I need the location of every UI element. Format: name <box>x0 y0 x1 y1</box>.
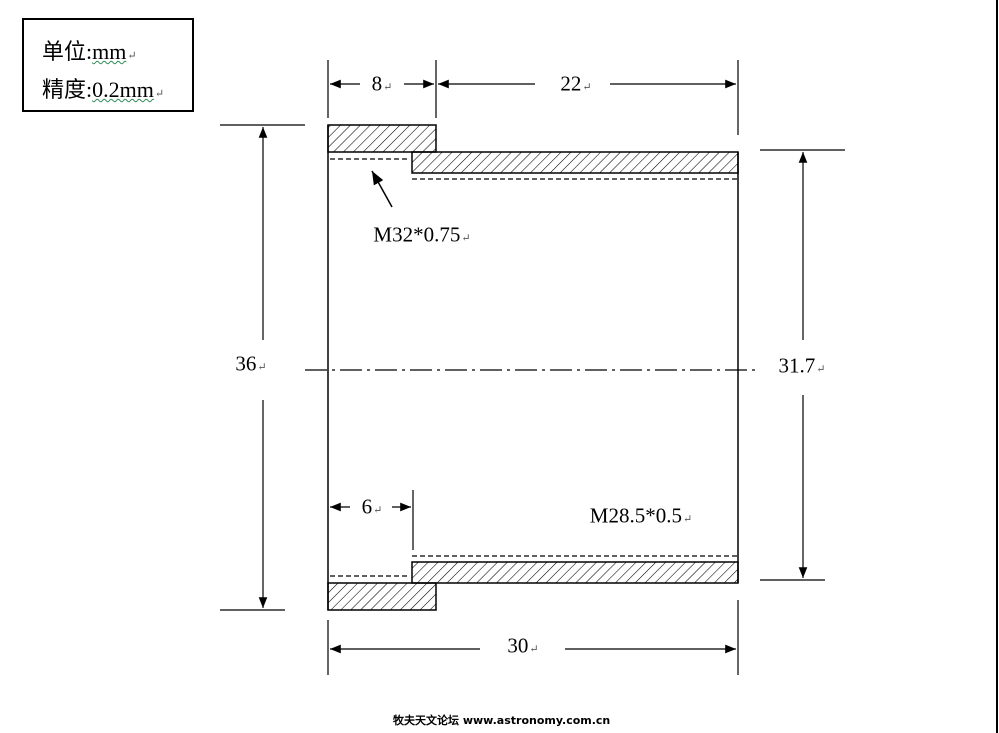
precision-value: 0.2mm <box>92 77 154 102</box>
top-thread-leader <box>371 170 393 208</box>
dim-label-22: 22↵ <box>560 71 592 96</box>
bottom-thread-label: M28.5*0.5↵ <box>589 503 693 528</box>
dim-label-30: 30↵ <box>507 633 539 658</box>
dim-label-8: 8↵ <box>371 71 393 96</box>
unit-value: mm <box>92 39 127 64</box>
right-edge-border <box>996 0 998 733</box>
unit-note: 单位:mm↵ <box>42 39 137 64</box>
precision-label: 精度: <box>42 77 93 102</box>
footer-watermark: 牧夫天文论坛 www.astronomy.com.cn <box>393 714 611 727</box>
dim-label-6: 6↵ <box>361 494 383 519</box>
bottom-flange-section <box>327 582 437 611</box>
top-tube-section <box>411 151 739 174</box>
bottom-tube-section <box>411 561 739 584</box>
top-flange-section <box>327 124 437 153</box>
unit-label: 单位: <box>42 39 93 64</box>
notes-box: 单位:mm↵ 精度:0.2mm↵ <box>22 18 194 112</box>
top-thread-label: M32*0.75↵ <box>373 222 471 247</box>
dim-label-36: 36↵ <box>235 351 267 376</box>
precision-note: 精度:0.2mm↵ <box>42 77 165 102</box>
dim-label-31-7: 31.7↵ <box>778 353 826 378</box>
